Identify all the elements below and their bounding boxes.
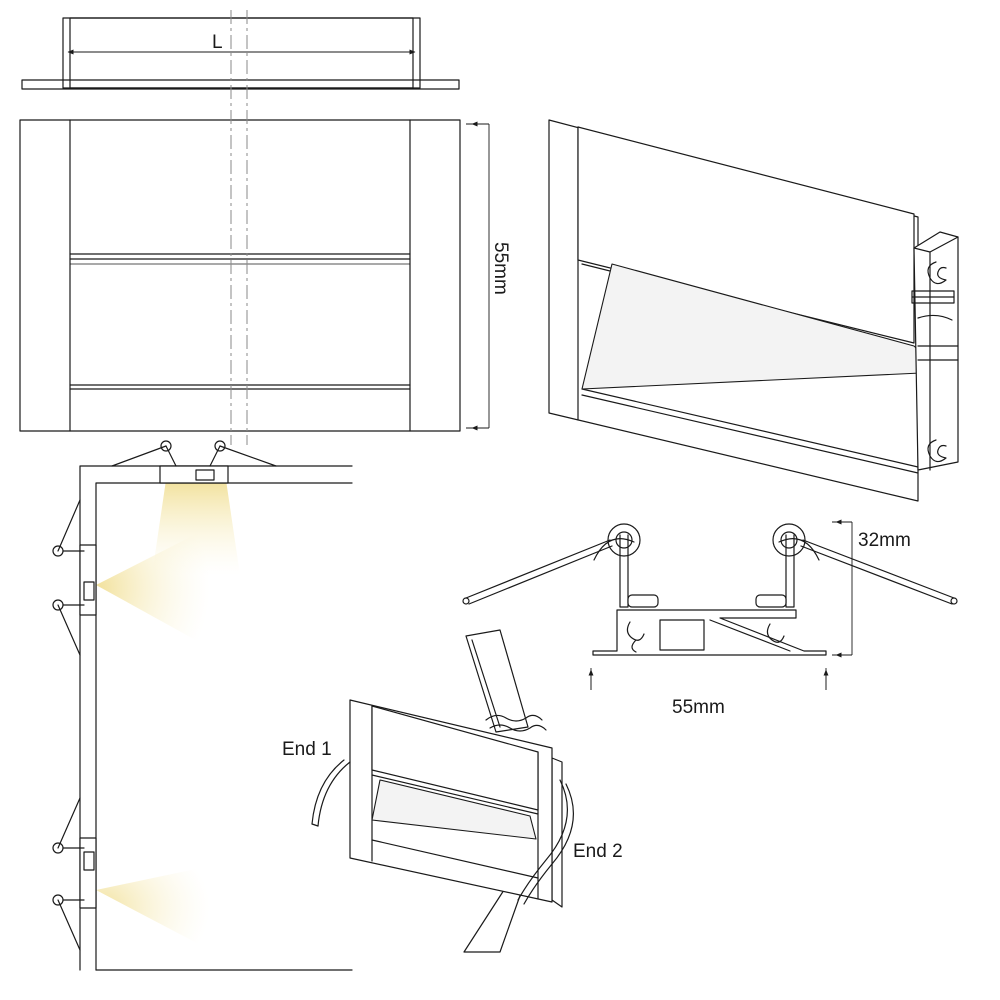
installation-view (52, 440, 353, 971)
length-label: L (212, 32, 223, 53)
centre-axis (230, 10, 248, 445)
height-dimension-label: 55mm (490, 242, 511, 295)
end-1-label: End 1 (282, 739, 332, 760)
front-view: 55mm (19, 119, 511, 432)
perspective-view (548, 119, 959, 502)
connection-view: End 1 End 2 (282, 629, 623, 953)
cross-section: 55mm 32mm (462, 519, 958, 718)
width-dimension-label: 55mm (672, 697, 725, 718)
depth-dimension-label: 32mm (858, 530, 911, 551)
top-view: L (21, 17, 460, 90)
end-2-label: End 2 (573, 841, 623, 862)
